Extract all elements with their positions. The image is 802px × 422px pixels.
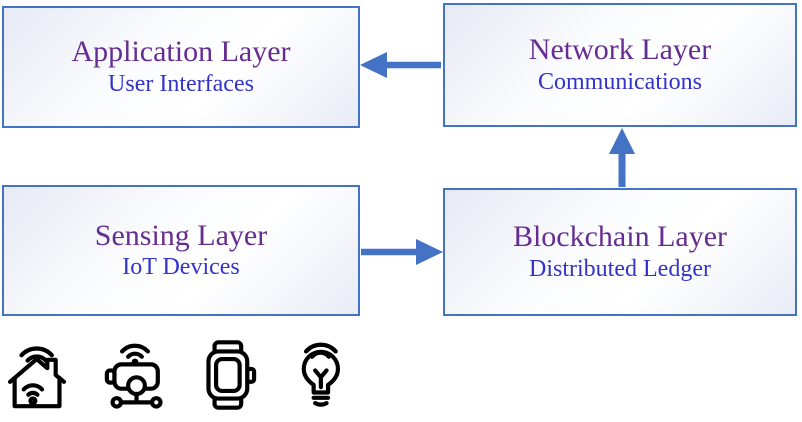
node-subtitle: IoT Devices <box>122 254 240 281</box>
node-subtitle: Communications <box>538 68 702 95</box>
node-title: Network Layer <box>528 33 712 67</box>
node-subtitle: Distributed Ledger <box>529 255 711 282</box>
node-title: Application Layer <box>71 35 291 69</box>
node-title: Blockchain Layer <box>512 220 728 254</box>
node-blockchain-layer: Blockchain Layer Distributed Ledger <box>443 188 797 316</box>
arrow-network-to-application <box>360 52 441 78</box>
arrow-blockchain-to-network <box>609 128 635 187</box>
arrow-sensing-to-blockchain <box>361 239 443 265</box>
smartwatch-icon <box>191 331 267 419</box>
node-sensing-layer: Sensing Layer IoT Devices <box>2 185 360 316</box>
node-title: Sensing Layer <box>94 218 268 252</box>
node-application-layer: Application Layer User Interfaces <box>2 6 360 128</box>
node-network-layer: Network Layer Communications <box>443 3 797 127</box>
iot-sensor-icon <box>97 331 173 419</box>
iot-device-icons <box>4 330 360 420</box>
node-subtitle: User Interfaces <box>108 70 254 97</box>
smart-bulb-icon <box>284 331 360 419</box>
smart-home-icon <box>4 331 80 419</box>
